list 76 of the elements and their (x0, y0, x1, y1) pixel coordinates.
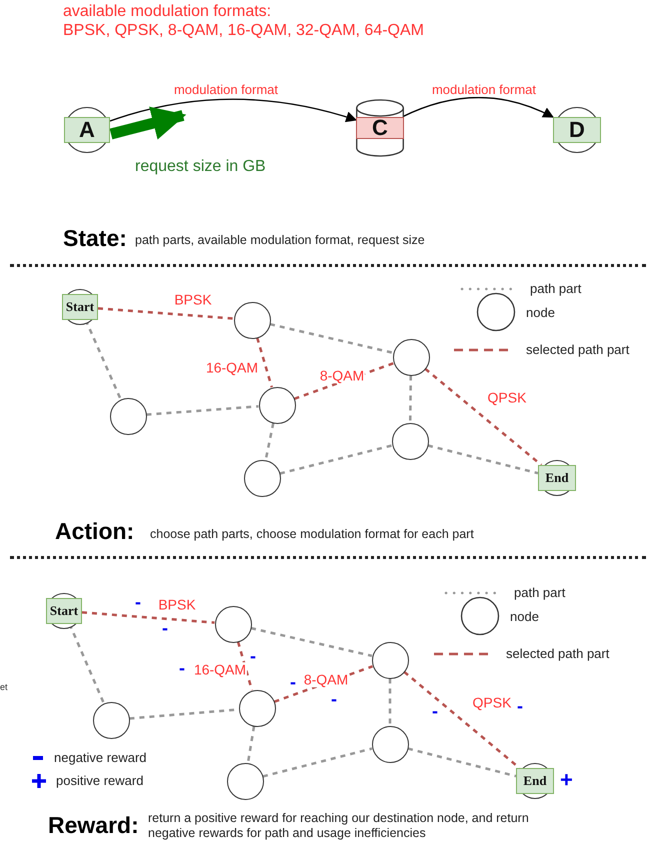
legend-label: path part (514, 585, 566, 600)
cylinder-node (356, 99, 404, 157)
node-label: End (516, 768, 554, 794)
section-description: path parts, available modulation format, request size (135, 233, 425, 248)
path-line (250, 626, 372, 658)
circle-node (392, 422, 428, 460)
section-heading: Reward: (48, 812, 139, 838)
circle-node (258, 386, 296, 424)
circle-node (392, 338, 430, 376)
path-line (388, 678, 392, 726)
section-description: choose path parts, choose modulation format for each part (150, 527, 474, 542)
edge-label: 8-QAM (318, 368, 366, 384)
edge-label: 8-QAM (302, 672, 350, 688)
note-text: BPSK, QPSK, 8-QAM, 16-QAM, 32-QAM, 64-QAM (63, 22, 424, 40)
minus-sign: - (250, 646, 256, 667)
node-label: Start (46, 598, 82, 624)
node-label: C (356, 117, 404, 139)
edge-label: QPSK (486, 390, 528, 406)
plus-sign: + (560, 767, 573, 792)
minus-sign: - (135, 592, 141, 613)
edge-label: BPSK (173, 292, 213, 308)
edge-label: 16-QAM (192, 662, 248, 678)
node-label: D (553, 117, 601, 143)
circle-node (214, 606, 252, 642)
minus-sign: - (290, 672, 296, 693)
path-line (262, 747, 372, 778)
path-line (264, 422, 274, 460)
path-line (270, 322, 394, 354)
minus-sign: - (517, 696, 523, 717)
legend-label: path part (530, 281, 582, 296)
path-line (246, 726, 256, 763)
minus-sign: - (162, 618, 168, 639)
legend-label: negative reward (54, 750, 146, 765)
note-text: request size in GB (135, 158, 266, 176)
path-line (236, 641, 254, 691)
minus-sign: - (179, 658, 185, 679)
note-text: available modulation formats: (63, 3, 272, 22)
path-line (280, 444, 392, 475)
edge-label: modulation format (430, 82, 538, 98)
path-line (428, 444, 538, 474)
circle-node (372, 642, 408, 678)
circle-node (110, 398, 146, 434)
arrow (402, 96, 554, 118)
path-line (146, 405, 259, 416)
legend-label: selected path part (526, 342, 630, 357)
section-description: return a positive reward for reaching our destination node, and return negative rewards for path and usage inefficiencies (148, 811, 530, 841)
edge-label: BPSK (157, 597, 197, 613)
circle-node (372, 726, 408, 762)
path-line (98, 307, 234, 320)
path-line (408, 375, 412, 423)
legend-label: positive reward (56, 773, 144, 788)
path-line (82, 611, 215, 624)
legend-label: node (510, 608, 539, 624)
path-line (408, 747, 516, 778)
legend-label: node (526, 304, 555, 320)
path-line (256, 337, 273, 388)
circle-node (244, 460, 280, 496)
path-line (424, 368, 542, 466)
circle-node (234, 302, 270, 338)
circle-node (92, 702, 130, 738)
text-fragment: et (0, 682, 8, 692)
circle-node (238, 690, 276, 726)
node-label: A (64, 117, 110, 143)
circle-node (226, 762, 264, 800)
legend-label: selected path part (506, 646, 610, 661)
edge-label: modulation format (172, 82, 280, 98)
arrow (110, 98, 358, 122)
node-label: End (538, 465, 576, 491)
edge-label: 16-QAM (204, 360, 260, 376)
minus-sign: - (432, 701, 438, 722)
section-heading: State: (63, 225, 127, 252)
minus-sign: - (331, 689, 337, 710)
node-label: Start (62, 294, 98, 320)
arrow (110, 106, 186, 140)
section-heading: Action: (55, 518, 134, 544)
edge-label: QPSK (472, 695, 512, 711)
